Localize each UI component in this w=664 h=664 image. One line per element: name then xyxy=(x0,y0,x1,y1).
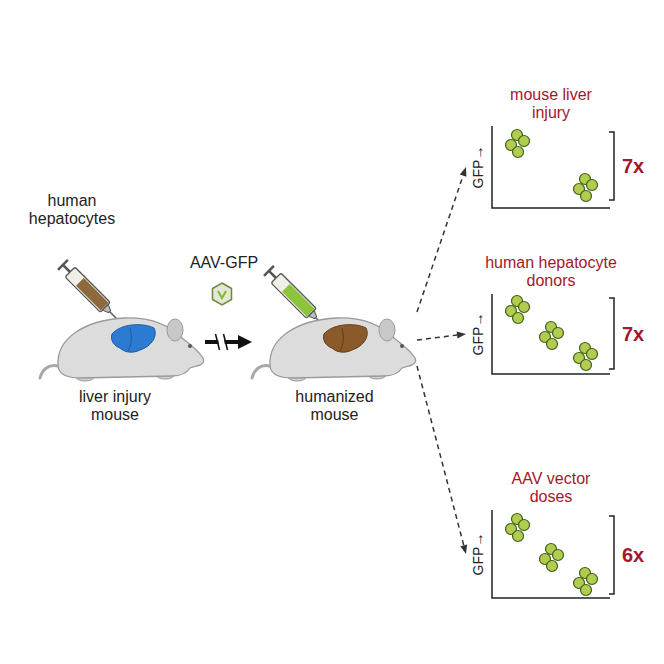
gfp-plot-panel: AAV vector dosesGFP→ 6x xyxy=(466,470,658,602)
data-dot xyxy=(519,520,530,531)
data-dot xyxy=(547,561,558,572)
gfp-plot-panel: human hepatocyte donorsGFP→ 7x xyxy=(466,254,658,378)
panel-title: AAV vector doses xyxy=(496,470,606,506)
gfp-plot-panel: mouse liver injuryGFP→ 7x xyxy=(466,86,658,212)
dashed-arrow xyxy=(417,335,457,340)
fold-change: 7x xyxy=(622,155,644,177)
data-dot xyxy=(587,349,598,360)
injection-label: human hepatocytes xyxy=(12,192,132,228)
data-dot xyxy=(519,136,530,147)
data-dot xyxy=(581,191,592,202)
plot-axes xyxy=(492,510,610,598)
fold-change: 7x xyxy=(622,323,644,345)
range-bracket xyxy=(609,132,614,200)
axis-label: GFP→ xyxy=(469,524,487,584)
range-bracket xyxy=(609,516,614,594)
connector-group xyxy=(417,332,466,340)
arrow-head xyxy=(460,167,467,177)
axis-label: GFP→ xyxy=(469,304,487,364)
data-dot xyxy=(547,339,558,350)
dashed-arrow xyxy=(417,366,464,545)
dashed-arrow xyxy=(417,176,463,312)
data-dot xyxy=(513,147,524,158)
data-dot xyxy=(587,180,598,191)
connector-group xyxy=(417,167,466,312)
plot-axes xyxy=(492,294,610,374)
data-dot xyxy=(553,550,564,561)
mouse-label: liver injury mouse xyxy=(60,388,170,424)
data-dot xyxy=(581,585,592,596)
mouse-outline xyxy=(252,300,417,388)
data-dot xyxy=(513,531,524,542)
mouse-figure: liver injury mouse xyxy=(25,300,205,426)
data-dot xyxy=(581,360,592,371)
range-bracket xyxy=(609,298,614,369)
arrow-head xyxy=(238,335,252,349)
vector-label: AAV-GFP xyxy=(186,254,262,272)
fold-change: 6x xyxy=(622,544,644,566)
panel-title: human hepatocyte donors xyxy=(476,254,626,290)
data-dot xyxy=(587,574,598,585)
mouse-figure: humanized mouse xyxy=(252,300,417,426)
arrow-head xyxy=(457,332,466,339)
mouse-outline xyxy=(25,300,205,388)
arrow-head xyxy=(460,544,467,554)
data-dot xyxy=(519,302,530,313)
connector-group xyxy=(205,334,252,350)
axis-label: GFP→ xyxy=(469,137,487,197)
connector-group xyxy=(417,366,467,554)
plot-axes xyxy=(492,126,610,208)
panel-title: mouse liver injury xyxy=(501,86,601,122)
data-dot xyxy=(513,313,524,324)
mouse-label: humanized mouse xyxy=(285,388,385,424)
time-break xyxy=(216,334,228,350)
data-dot xyxy=(553,328,564,339)
virus-icon xyxy=(213,283,232,305)
